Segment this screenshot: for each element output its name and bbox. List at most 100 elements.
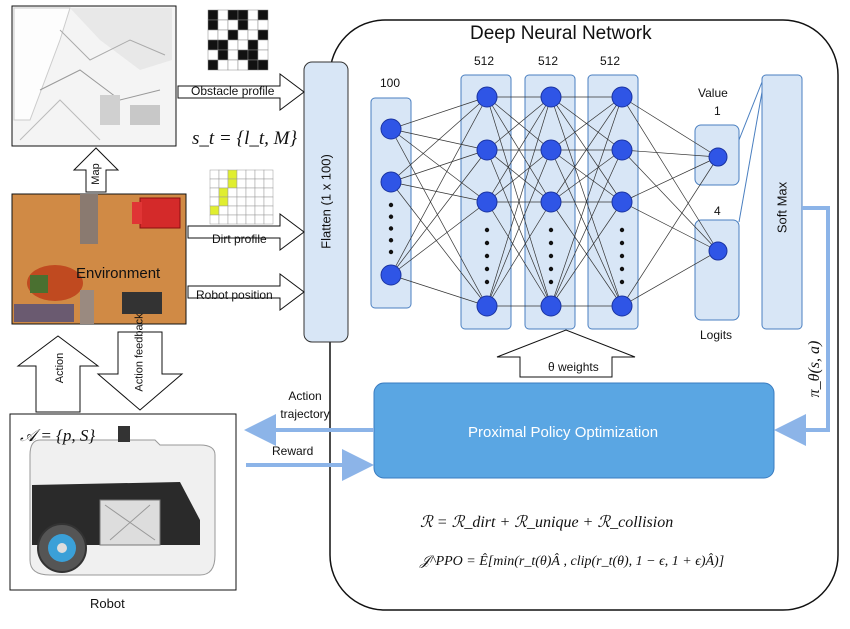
ellipsis-dot bbox=[388, 238, 394, 243]
dirt-grid-cell bbox=[227, 187, 238, 198]
connection-line bbox=[390, 96, 488, 130]
obstacle-profile-label: Obstacle profile bbox=[191, 84, 275, 98]
policy-arrow bbox=[774, 206, 830, 446]
reward-equation: ℛ = ℛ_dirt + ℛ_unique + ℛ_collision bbox=[420, 514, 674, 531]
dirt-grid-cell bbox=[209, 178, 220, 189]
neuron-node bbox=[540, 295, 562, 317]
connection-line bbox=[390, 128, 488, 307]
dirt-grid-cell bbox=[209, 169, 220, 180]
connection-line bbox=[486, 96, 552, 307]
layer-size-input: 100 bbox=[380, 76, 401, 90]
obstacle-grid-cell bbox=[227, 39, 239, 51]
action-label: Action bbox=[54, 352, 66, 384]
obstacle-grid-cell bbox=[227, 9, 239, 21]
obstacle-grid-cell bbox=[257, 29, 269, 41]
softmax-box bbox=[761, 74, 803, 330]
dirt-profile-label: Dirt profile bbox=[212, 232, 267, 246]
ellipsis-dot bbox=[548, 253, 554, 259]
dirt-grid-cell bbox=[209, 187, 220, 198]
action-feedback-label: Action feedback bbox=[133, 313, 146, 392]
dirt-arrow bbox=[187, 213, 305, 251]
obstacle-grid-cell bbox=[207, 9, 219, 21]
reward-label: Reward bbox=[272, 444, 314, 458]
obstacle-grid-cell bbox=[217, 9, 229, 21]
obstacle-grid-cell bbox=[237, 19, 249, 31]
connection-line bbox=[390, 96, 488, 276]
environment-image bbox=[11, 193, 187, 325]
obstacle-grid-cell bbox=[247, 19, 259, 31]
ellipsis-dot bbox=[548, 279, 554, 285]
dirt-grid-cell bbox=[236, 205, 247, 216]
logits-to-softmax-line bbox=[738, 91, 763, 223]
neuron-node bbox=[611, 191, 633, 213]
ellipsis-dot bbox=[548, 240, 554, 246]
obstacle-grid-cell bbox=[247, 39, 259, 51]
flatten-box bbox=[303, 61, 349, 343]
connection-line bbox=[486, 96, 552, 203]
layer-size-hidden-1: 512 bbox=[474, 54, 495, 68]
obstacle-grid-cell bbox=[247, 29, 259, 41]
obstacle-grid-cell bbox=[217, 29, 229, 41]
dirt-grid-cell bbox=[236, 196, 247, 207]
obstacle-grid-cell bbox=[207, 29, 219, 41]
connection-line bbox=[390, 201, 488, 276]
connection-line bbox=[390, 96, 488, 183]
robot-position-label: Robot position bbox=[196, 288, 273, 302]
neuron-node bbox=[540, 86, 562, 108]
connection-line bbox=[486, 149, 552, 203]
dirt-grid-cell bbox=[254, 196, 265, 207]
ellipsis-dot bbox=[619, 279, 625, 285]
obstacle-grid-cell bbox=[257, 49, 269, 61]
dirt-grid-cell bbox=[245, 214, 256, 225]
obstacle-grid-cell bbox=[257, 39, 269, 51]
dirt-grid-cell bbox=[254, 187, 265, 198]
obstacle-grid-cell bbox=[217, 49, 229, 61]
obstacle-grid-cell bbox=[237, 9, 249, 21]
ellipsis-dot bbox=[484, 240, 490, 246]
logits-size: 4 bbox=[714, 204, 721, 218]
ppo-objective-equation: 𝒥^PPO = Ê[min(r_t(θ)Â , clip(r_t(θ), 1 −… bbox=[420, 554, 725, 569]
value-size: 1 bbox=[714, 104, 721, 118]
layer-size-hidden-2: 512 bbox=[538, 54, 559, 68]
connection-line bbox=[550, 96, 623, 203]
map-label: Map bbox=[90, 163, 102, 185]
ellipsis-dot bbox=[484, 279, 490, 285]
dirt-grid-cell bbox=[263, 214, 274, 225]
obstacle-grid-cell bbox=[207, 39, 219, 51]
obstacle-grid-cell bbox=[237, 49, 249, 61]
dirt-grid-cell bbox=[209, 214, 220, 225]
connection-line bbox=[550, 96, 623, 151]
ellipsis-dots bbox=[388, 202, 625, 285]
weights-label: θ weights bbox=[548, 360, 599, 374]
map-arrow bbox=[72, 147, 120, 193]
dirt-grid-cell bbox=[218, 205, 229, 216]
ellipsis-dot bbox=[388, 214, 394, 219]
map-image bbox=[11, 5, 177, 147]
connection-line bbox=[390, 128, 488, 203]
connection-line bbox=[486, 201, 552, 307]
dirt-grid-cell bbox=[245, 169, 256, 180]
action-trajectory-label: Action trajectory bbox=[280, 389, 330, 421]
obstacle-grid-cell bbox=[217, 39, 229, 51]
robot-image bbox=[29, 426, 216, 576]
connection-line bbox=[621, 149, 719, 158]
neuron-node bbox=[476, 139, 498, 161]
obstacle-grid-cell bbox=[217, 19, 229, 31]
dirt-grid-cell bbox=[254, 178, 265, 189]
dirt-grid-cell bbox=[263, 196, 274, 207]
ellipsis-dot bbox=[484, 227, 490, 233]
dirt-grid-cell bbox=[236, 169, 247, 180]
robot-label: Robot bbox=[90, 596, 125, 611]
connection-line bbox=[621, 201, 719, 252]
dirt-grid-cell bbox=[227, 169, 238, 180]
neuron-node bbox=[708, 147, 728, 167]
connection-line bbox=[621, 96, 719, 158]
obstacle-grid-cell bbox=[257, 9, 269, 21]
ellipsis-dot bbox=[548, 266, 554, 272]
neuron-node bbox=[380, 118, 402, 140]
obstacle-grid-cell bbox=[227, 29, 239, 41]
neuron-node bbox=[611, 295, 633, 317]
connection-line bbox=[550, 149, 623, 203]
neuron-node bbox=[380, 264, 402, 286]
logits-label: Logits bbox=[700, 328, 733, 342]
